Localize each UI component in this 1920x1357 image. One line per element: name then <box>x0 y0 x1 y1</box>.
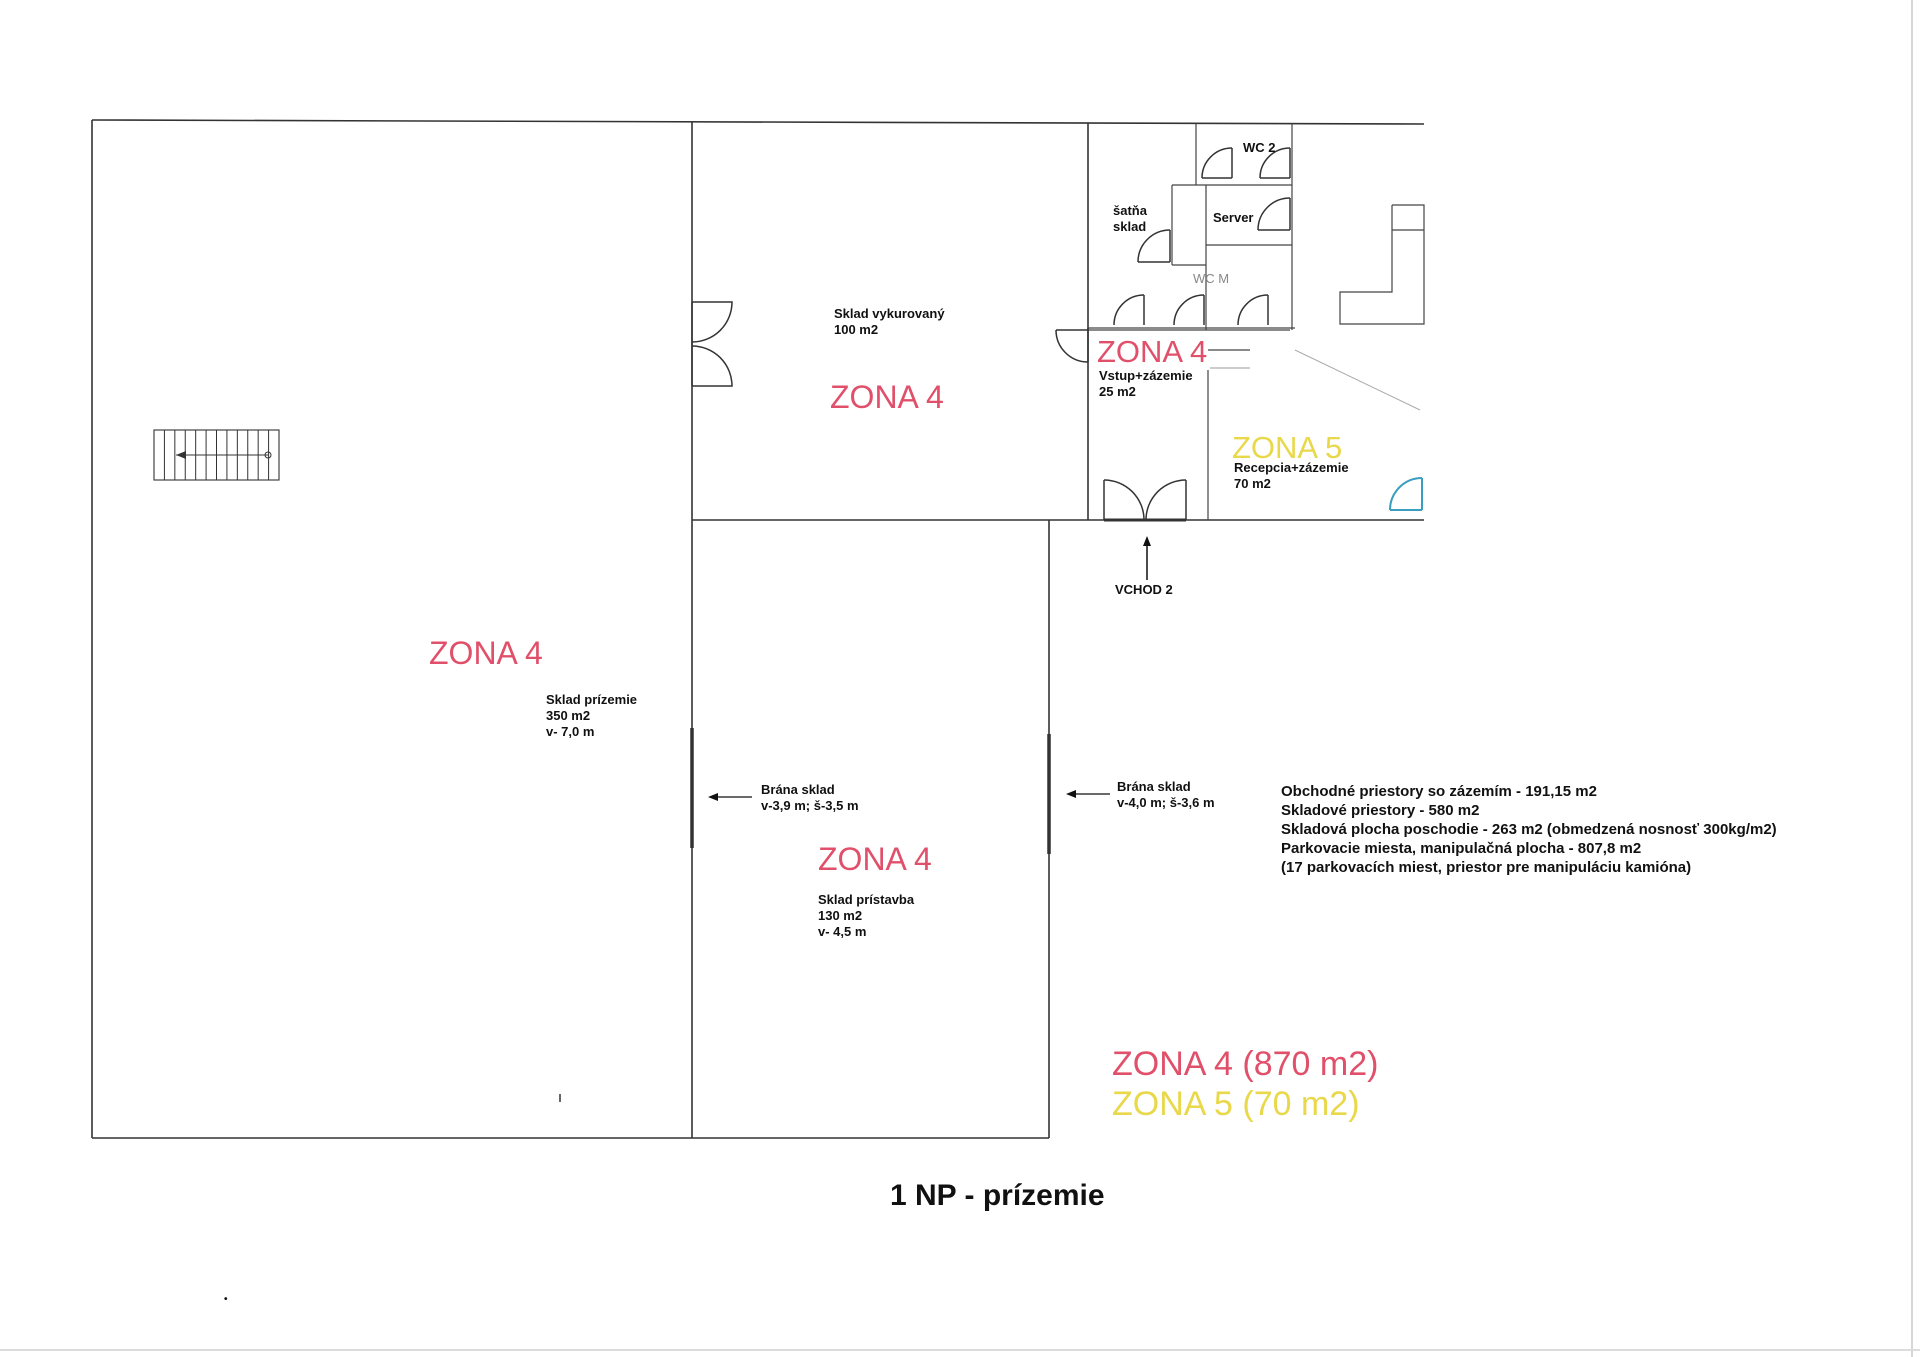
sklad-pristavba-name: Sklad prístavba <box>818 892 915 907</box>
inner-walls <box>691 122 1421 1138</box>
door-entrance-double <box>1103 479 1187 522</box>
summary-line-3: Skladová plocha poschodie - 263 m2 (obme… <box>1281 821 1777 838</box>
summary-line-2: Skladové priestory - 580 m2 <box>1281 802 1479 819</box>
total-zona4: ZONA 4 (870 m2) <box>1112 1045 1378 1083</box>
door-wc-lower-2 <box>1173 294 1205 326</box>
sklad-prizemie-height: v- 7,0 m <box>546 724 594 739</box>
gate2-title: Brána sklad <box>1117 779 1191 794</box>
total-zona5: ZONA 5 (70 m2) <box>1112 1085 1360 1123</box>
vstup-name: Vstup+zázemie <box>1099 368 1193 383</box>
sklad-vykurovany-name: Sklad vykurovaný <box>834 306 945 321</box>
vstup-area: 25 m2 <box>1099 384 1136 399</box>
satna-label: šatňa <box>1113 203 1148 218</box>
zone-label-recepcia: ZONA 5 <box>1232 430 1342 465</box>
staircase-icon <box>153 429 280 481</box>
recepcia-area: 70 m2 <box>1234 476 1271 491</box>
summary-line-1: Obchodné priestory so zázemím - 191,15 m… <box>1281 783 1597 800</box>
summary-line-4: Parkovacie miesta, manipulačná plocha - … <box>1281 840 1641 857</box>
gate2-dims: v-4,0 m; š-3,6 m <box>1117 795 1215 810</box>
sklad-pristavba-area: 130 m2 <box>818 908 862 923</box>
door-vstup <box>1055 328 1089 363</box>
sklad-prizemie-name: Sklad prízemie <box>546 692 637 707</box>
sklad-prizemie-area: 350 m2 <box>546 708 590 723</box>
server-label: Server <box>1213 210 1253 225</box>
door-blue <box>1389 477 1423 511</box>
door-server <box>1257 197 1291 231</box>
zone-label-sklad-pristavba: ZONA 4 <box>818 841 932 877</box>
reception-counter <box>1339 204 1425 325</box>
door-wc2-a <box>1201 147 1233 179</box>
arrow-entrance <box>1143 536 1151 580</box>
zone-label-sklad-prizemie: ZONA 4 <box>429 635 543 671</box>
door-satna <box>1137 229 1171 263</box>
arrow-gate-2 <box>1066 790 1110 798</box>
summary-line-5: (17 parkovacích miest, priestor pre mani… <box>1281 859 1691 876</box>
sklad-vykurovany-area: 100 m2 <box>834 322 878 337</box>
floor-title: 1 NP - prízemie <box>890 1179 1105 1212</box>
scan-speck: • <box>224 1294 228 1305</box>
door-double-left <box>691 301 733 387</box>
zone-label-sklad-vykurovany: ZONA 4 <box>830 379 944 415</box>
sklad-small-label: sklad <box>1113 219 1146 234</box>
gate1-dims: v-3,9 m; š-3,5 m <box>761 798 859 813</box>
gate1-title: Brána sklad <box>761 782 835 797</box>
entrance-label: VCHOD 2 <box>1115 582 1173 597</box>
wc2-label: WC 2 <box>1243 140 1276 155</box>
door-wc-lower-3 <box>1237 294 1269 326</box>
recepcia-name: Recepcia+zázemie <box>1234 460 1349 475</box>
arrow-gate-1 <box>708 793 752 801</box>
sklad-pristavba-height: v- 4,5 m <box>818 924 866 939</box>
door-wc-lower-1 <box>1113 294 1145 326</box>
wcm-label: WC M <box>1193 271 1229 286</box>
door-wc2-b <box>1259 147 1291 179</box>
zone-label-vstup: ZONA 4 <box>1097 334 1207 369</box>
